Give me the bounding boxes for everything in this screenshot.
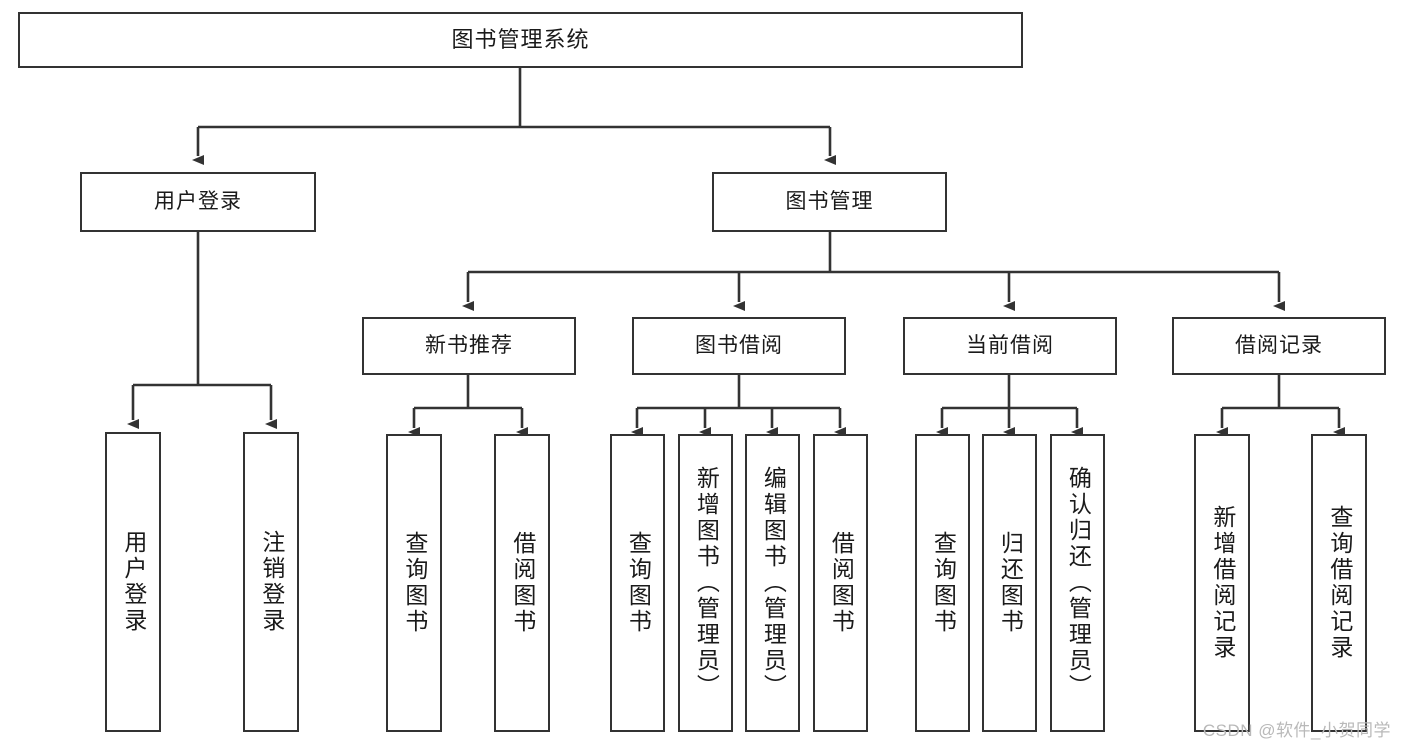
- leaf-borrow-record-add-record[interactable]: 新增借阅记录: [1194, 434, 1250, 732]
- node-borrow-record[interactable]: 借阅记录: [1172, 317, 1386, 375]
- csdn-watermark: CSDN @软件_小贺同学: [1202, 721, 1391, 740]
- leaf-label: 新增图书（管理员）: [693, 466, 720, 700]
- leaf-user-login-login[interactable]: 用户登录: [105, 432, 161, 732]
- leaf-label: 查询图书: [625, 531, 652, 635]
- leaf-label: 归还图书: [997, 531, 1024, 635]
- node-book-management[interactable]: 图书管理: [712, 172, 947, 232]
- node-current-borrow[interactable]: 当前借阅: [903, 317, 1117, 375]
- leaf-book-borrow-edit-book-admin[interactable]: 编辑图书（管理员）: [745, 434, 800, 732]
- leaf-new-book-borrow-books[interactable]: 借阅图书: [494, 434, 550, 732]
- leaf-label: 借阅图书: [509, 531, 536, 635]
- leaf-book-borrow-borrow-books[interactable]: 借阅图书: [813, 434, 868, 732]
- node-root-system[interactable]: 图书管理系统: [18, 12, 1023, 68]
- leaf-label: 查询图书: [401, 531, 428, 635]
- leaf-book-borrow-add-book-admin[interactable]: 新增图书（管理员）: [678, 434, 733, 732]
- leaf-borrow-record-query-record[interactable]: 查询借阅记录: [1311, 434, 1367, 732]
- node-book-borrow[interactable]: 图书借阅: [632, 317, 846, 375]
- leaf-user-login-logout[interactable]: 注销登录: [243, 432, 299, 732]
- leaf-new-book-query-books[interactable]: 查询图书: [386, 434, 442, 732]
- leaf-label: 用户登录: [120, 530, 147, 634]
- leaf-label: 借阅图书: [828, 531, 855, 635]
- leaf-label: 查询借阅记录: [1326, 505, 1353, 661]
- leaf-label: 注销登录: [258, 530, 285, 634]
- leaf-current-borrow-confirm-return-admin[interactable]: 确认归还（管理员）: [1050, 434, 1105, 732]
- leaf-label: 查询图书: [930, 531, 957, 635]
- leaf-label: 新增借阅记录: [1209, 505, 1236, 661]
- leaf-book-borrow-query-books[interactable]: 查询图书: [610, 434, 665, 732]
- leaf-current-borrow-return-books[interactable]: 归还图书: [982, 434, 1037, 732]
- node-new-book-recommend[interactable]: 新书推荐: [362, 317, 576, 375]
- leaf-label: 编辑图书（管理员）: [760, 466, 787, 700]
- leaf-label: 确认归还（管理员）: [1065, 466, 1092, 700]
- node-user-login[interactable]: 用户登录: [80, 172, 316, 232]
- leaf-current-borrow-query-books[interactable]: 查询图书: [915, 434, 970, 732]
